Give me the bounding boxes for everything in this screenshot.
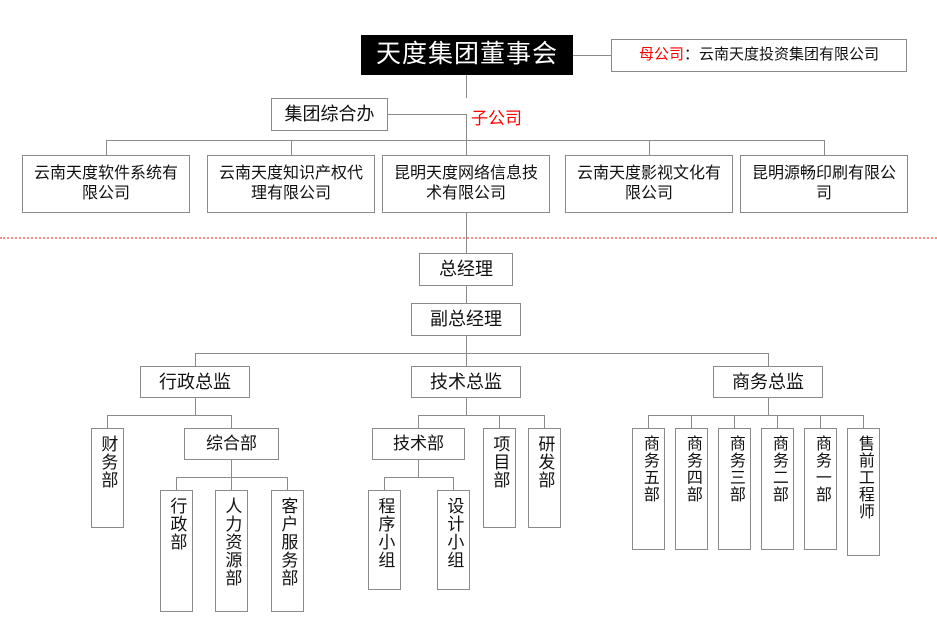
node-general-affairs-dept[interactable]: 综合部 bbox=[184, 428, 279, 460]
drop-business-6 bbox=[863, 415, 864, 428]
drop-subsidiary-1 bbox=[106, 140, 107, 155]
bus-subsidiaries bbox=[106, 140, 824, 141]
node-general-manager[interactable]: 总经理 bbox=[419, 253, 513, 286]
drop-director-admin bbox=[195, 353, 196, 366]
node-design-group[interactable]: 设计小组 bbox=[437, 490, 470, 590]
drop-business-2 bbox=[691, 415, 692, 428]
label-subsidiary-tag: 子公司 bbox=[471, 109, 522, 128]
drop-tech-dept bbox=[418, 415, 419, 428]
node-board-of-directors[interactable]: 天度集团董事会 bbox=[361, 35, 573, 75]
drop-rnd-dept bbox=[544, 415, 545, 428]
node-subsidiary-2[interactable]: 云南天度知识产权代理有限公司 bbox=[207, 155, 375, 213]
connector-tech-down bbox=[466, 398, 467, 415]
node-subsidiary-1[interactable]: 云南天度软件系统有限公司 bbox=[22, 155, 190, 213]
node-director-tech[interactable]: 技术总监 bbox=[411, 366, 521, 398]
drop-business-4 bbox=[777, 415, 778, 428]
node-group-general-office[interactable]: 集团综合办 bbox=[271, 98, 388, 131]
parent-company-name: 云南天度投资集团有限公司 bbox=[699, 46, 880, 64]
node-program-group[interactable]: 程序小组 bbox=[368, 490, 401, 590]
node-subsidiary-4[interactable]: 云南天度影视文化有限公司 bbox=[565, 155, 733, 213]
drop-director-business bbox=[768, 353, 769, 366]
section-divider bbox=[0, 237, 937, 239]
node-finance-dept[interactable]: 财务部 bbox=[91, 428, 124, 528]
node-parent-company[interactable]: 母公司：云南天度投资集团有限公司 bbox=[611, 39, 907, 72]
connector-office-down bbox=[466, 114, 467, 140]
drop-admin-finance bbox=[107, 415, 108, 428]
connector-admin-down bbox=[195, 398, 196, 415]
node-business-unit-4[interactable]: 商务四部 bbox=[675, 428, 708, 550]
node-subsidiary-5[interactable]: 昆明源畅印刷有限公司 bbox=[740, 155, 908, 213]
node-business-unit-2[interactable]: 商务二部 bbox=[761, 428, 794, 550]
node-tech-dept[interactable]: 技术部 bbox=[372, 428, 465, 460]
drop-director-tech bbox=[466, 353, 467, 366]
bus-tech-children bbox=[384, 477, 453, 478]
drop-tech-child-1 bbox=[384, 477, 385, 490]
parent-company-separator: ： bbox=[683, 46, 699, 64]
node-admin-dept[interactable]: 行政部 bbox=[160, 490, 193, 612]
connector-root-to-parent-company bbox=[573, 55, 611, 56]
connector-general-affairs-down bbox=[231, 460, 232, 477]
connector-through-divider bbox=[466, 213, 467, 253]
drop-business-1 bbox=[648, 415, 649, 428]
node-presales-engineer[interactable]: 售前工程师 bbox=[847, 428, 880, 556]
node-director-admin[interactable]: 行政总监 bbox=[140, 366, 250, 398]
bus-business bbox=[648, 415, 863, 416]
drop-subsidiary-5 bbox=[824, 140, 825, 155]
node-director-business[interactable]: 商务总监 bbox=[713, 366, 823, 398]
drop-admin-child-2 bbox=[231, 477, 232, 490]
node-project-dept[interactable]: 项目部 bbox=[483, 428, 516, 528]
node-subsidiary-3[interactable]: 昆明天度网络信息技术有限公司 bbox=[382, 155, 550, 213]
drop-subsidiary-4 bbox=[649, 140, 650, 155]
connector-root-down bbox=[466, 75, 467, 98]
node-business-unit-1[interactable]: 商务一部 bbox=[804, 428, 837, 550]
node-deputy-general-manager[interactable]: 副总经理 bbox=[411, 303, 521, 336]
drop-tech-child-2 bbox=[453, 477, 454, 490]
bus-tech bbox=[418, 415, 544, 416]
drop-project-dept bbox=[499, 415, 500, 428]
node-business-unit-3[interactable]: 商务三部 bbox=[718, 428, 751, 550]
connector-tech-dept-down bbox=[418, 460, 419, 477]
parent-company-tag: 母公司 bbox=[638, 46, 684, 64]
drop-admin-child-3 bbox=[287, 477, 288, 490]
drop-admin-general bbox=[231, 415, 232, 428]
bus-directors bbox=[195, 353, 768, 354]
drop-business-5 bbox=[820, 415, 821, 428]
bus-admin bbox=[107, 415, 232, 416]
connector-office-to-subsidiary-tag bbox=[388, 114, 466, 115]
drop-business-3 bbox=[734, 415, 735, 428]
connector-business-down bbox=[768, 398, 769, 415]
connector-gm-to-dgm bbox=[466, 286, 467, 303]
drop-admin-child-1 bbox=[176, 477, 177, 490]
node-customer-service-dept[interactable]: 客户服务部 bbox=[271, 490, 304, 612]
drop-subsidiary-2 bbox=[291, 140, 292, 155]
drop-subsidiary-3 bbox=[466, 140, 467, 155]
node-rnd-dept[interactable]: 研发部 bbox=[528, 428, 561, 528]
connector-dgm-down bbox=[466, 336, 467, 353]
node-hr-dept[interactable]: 人力资源部 bbox=[215, 490, 248, 612]
node-business-unit-5[interactable]: 商务五部 bbox=[632, 428, 665, 550]
